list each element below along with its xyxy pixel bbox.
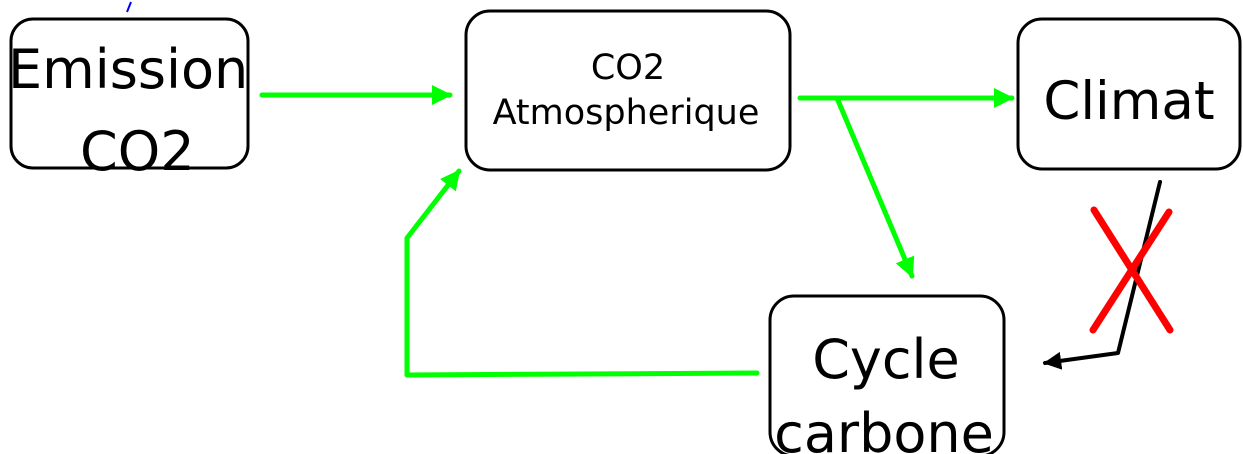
node-emission-line2: CO2 [80,120,195,183]
node-atmosphere-line1: CO2 [591,48,665,88]
node-carbon-cycle-line1: Cycle [812,328,960,391]
node-carbon-cycle-line2: carbone [774,402,994,454]
node-emission-line1: Emission [8,38,248,101]
red-cross-mark [1089,206,1174,334]
edge-atmosphere-to-carbon-cycle [834,95,915,279]
node-atmosphere-line2: Atmospherique [493,93,760,133]
node-emission: Emission CO2 [8,17,250,183]
edge-carbon-cycle-to-atmosphere [404,168,760,378]
node-climate: Climat [1016,17,1242,171]
node-atmosphere: CO2 Atmospherique [464,9,792,172]
node-carbon-cycle: Cycle carbone [768,294,1006,454]
edge-climate-to-carbon-cycle [1043,180,1162,370]
node-climate-label: Climat [1043,71,1214,132]
blue-fragment-mark [126,1,132,13]
